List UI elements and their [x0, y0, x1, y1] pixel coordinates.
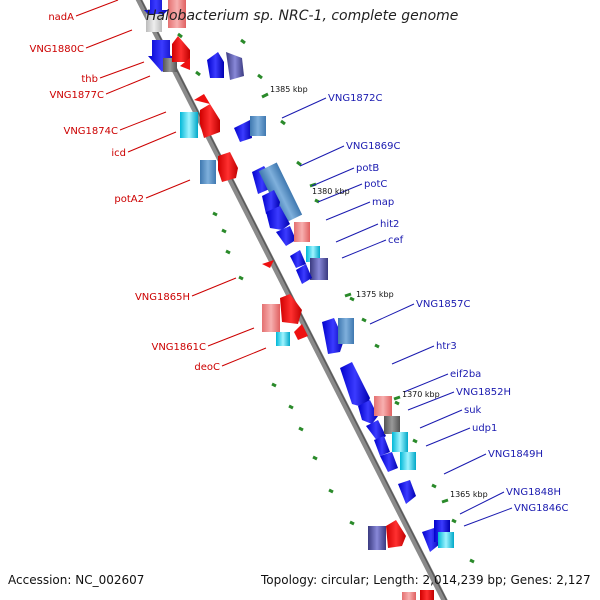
gene-label-VNG1874C: VNG1874C	[63, 126, 118, 137]
gene-arrow	[200, 104, 220, 138]
gene-arrow	[276, 226, 296, 246]
gene-arrow	[296, 264, 312, 284]
gene-label-icd: icd	[111, 148, 126, 159]
gene-arrow	[258, 162, 303, 224]
tick-marks	[177, 32, 475, 564]
accession-text: Accession: NC_002607	[8, 573, 145, 587]
gene-label-htr3: htr3	[436, 341, 457, 352]
gene-arrow	[386, 520, 406, 548]
gene-arrow	[168, 0, 186, 28]
gene-arrow	[266, 206, 290, 230]
gene-arrow	[358, 400, 378, 424]
scale-label: 1385 kbp	[270, 85, 308, 94]
gene-arrow	[280, 294, 302, 324]
gene-arrow	[172, 36, 190, 62]
gene-arrow	[180, 112, 198, 138]
gene-label-potB: potB	[356, 163, 379, 174]
gene-arrow	[207, 52, 224, 78]
gene-arrow	[384, 416, 400, 434]
scale-labels: 1385 kbp 1380 kbp 1375 kbp 1370 kbp 1365…	[270, 85, 488, 499]
gene-arrow	[144, 0, 168, 22]
gene-arrow	[250, 116, 266, 136]
gene-arrow	[294, 324, 308, 340]
gene-label-cef: cef	[388, 235, 404, 246]
scale-label: 1365 kbp	[450, 490, 488, 499]
gene-arrow	[438, 532, 454, 548]
scale-label: 1370 kbp	[402, 390, 440, 399]
scale-label: 1375 kbp	[356, 290, 394, 299]
gene-arrow	[338, 318, 354, 344]
gene-arrow	[398, 480, 416, 504]
gene-arrow	[366, 420, 386, 442]
gene-arrow	[368, 526, 386, 550]
gene-label-eif2ba: eif2ba	[450, 369, 481, 380]
map-title: Halobacterium sp. NRC-1, complete genome	[146, 8, 459, 24]
gene-label-hit2: hit2	[380, 219, 399, 230]
gene-label-VNG1857C: VNG1857C	[416, 299, 471, 310]
scale-label: 1380 kbp	[312, 187, 350, 196]
gene-label-VNG1848H: VNG1848H	[506, 487, 561, 498]
gene-arrow	[402, 592, 416, 600]
gene-label-deoC: deoC	[194, 362, 220, 373]
gene-label-VNG1877C: VNG1877C	[49, 90, 104, 101]
gene-label-VNG1849H: VNG1849H	[488, 449, 543, 460]
gene-arrow	[374, 436, 390, 456]
topology-text: Topology: circular; Length: 2,014,239 bp…	[261, 573, 591, 587]
gene-label-map: map	[372, 197, 394, 208]
gene-label-VNG1861C: VNG1861C	[151, 342, 206, 353]
gene-arrow	[400, 452, 416, 470]
gene-arrow	[294, 222, 310, 242]
gene-arrow	[340, 362, 370, 408]
gene-label-suk: suk	[464, 405, 482, 416]
gene-arrow	[194, 94, 210, 104]
gene-arrow	[420, 590, 434, 600]
gene-label-VNG1872C: VNG1872C	[328, 93, 383, 104]
gene-arrow	[218, 152, 238, 182]
gene-label-VNG1869C: VNG1869C	[346, 141, 401, 152]
gene-arrow	[146, 14, 162, 32]
gene-arrow	[262, 260, 274, 268]
gene-arrow	[276, 332, 290, 346]
label-connectors	[75, 0, 513, 527]
gene-arrow	[374, 396, 392, 416]
gene-arrow	[380, 452, 398, 472]
gene-label-udp1: udp1	[472, 423, 497, 434]
gene-label-VNG1880C: VNG1880C	[29, 44, 84, 55]
gene-arrows	[144, 0, 454, 600]
gene-label-VNG1852H: VNG1852H	[456, 387, 511, 398]
gene-arrow	[262, 304, 280, 332]
left-gene-labels: nadA VNG1880C thb VNG1877C VNG1874C icd …	[29, 12, 220, 373]
gene-arrow	[310, 258, 328, 280]
gene-label-potC: potC	[364, 179, 387, 190]
gene-arrow	[180, 58, 190, 70]
gene-label-potA2: potA2	[114, 194, 144, 205]
gene-label-thb: thb	[81, 74, 98, 85]
gene-label-nadA: nadA	[48, 12, 74, 23]
gene-arrow	[226, 52, 244, 80]
gene-label-VNG1865H: VNG1865H	[135, 292, 190, 303]
gene-arrow	[322, 318, 344, 354]
gene-arrow	[392, 432, 408, 452]
gene-arrow	[290, 250, 306, 268]
gene-arrow	[234, 120, 252, 142]
gene-label-VNG1846C: VNG1846C	[514, 503, 569, 514]
right-gene-labels: VNG1872C VNG1869C potB potC map hit2 cef…	[328, 93, 569, 514]
gene-arrow	[200, 160, 216, 184]
